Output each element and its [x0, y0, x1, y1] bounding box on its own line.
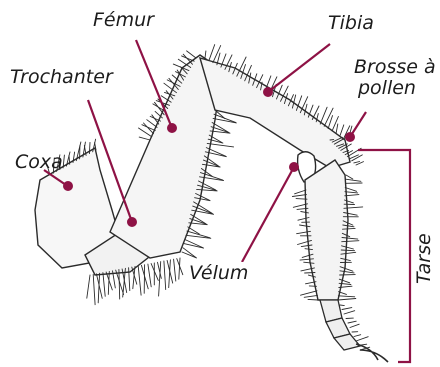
basitarsus-shape [305, 160, 348, 300]
hair [301, 291, 318, 295]
label-brosse-line1: Brosse à [354, 57, 438, 78]
hair [139, 137, 150, 140]
hair [205, 51, 206, 58]
hair [164, 261, 166, 290]
label-tarse: Tarse [413, 233, 435, 284]
hair [147, 120, 157, 128]
hair [346, 175, 353, 179]
hair [87, 275, 90, 298]
dot-tibia [263, 87, 273, 97]
tibia-shape [200, 58, 350, 168]
dot-brosse [345, 132, 355, 142]
hair [332, 117, 338, 131]
hair [295, 190, 306, 194]
hair [209, 45, 215, 61]
leader-velum [242, 167, 294, 262]
hair [138, 266, 141, 295]
label-brosse-a-pollen: Brosse à pollen [354, 57, 438, 99]
hair [212, 123, 228, 133]
hair [304, 295, 317, 297]
label-coxa: Coxa [15, 152, 63, 173]
hair [184, 244, 204, 249]
hair [338, 299, 356, 301]
hair [342, 308, 352, 310]
hair [142, 125, 155, 131]
hair [354, 335, 361, 337]
hair [345, 188, 356, 192]
hair [182, 56, 195, 61]
hair [346, 179, 361, 181]
hair [93, 274, 95, 304]
hair [350, 324, 359, 327]
hair [89, 142, 90, 153]
hair [356, 337, 368, 341]
label-velum: Vélum [186, 262, 251, 285]
hair [119, 270, 120, 300]
hair [340, 125, 344, 135]
hair [108, 271, 109, 294]
hair [292, 195, 306, 197]
hair [344, 311, 355, 314]
hair [183, 54, 192, 64]
leader-femur [136, 40, 172, 128]
hair [308, 299, 318, 300]
dot-velum [289, 162, 299, 172]
hair [183, 248, 196, 258]
hair [148, 264, 151, 287]
leader-tibia [268, 44, 330, 92]
label-trochanter: Trochanter [10, 67, 113, 88]
hair [354, 162, 360, 163]
hair [296, 199, 307, 200]
dot-coxa [63, 181, 73, 191]
label-femur: Fémur [93, 10, 154, 31]
hair [103, 273, 105, 297]
dot-femur [167, 123, 177, 133]
hair [179, 258, 180, 279]
hair [340, 305, 344, 306]
tarse-bracket [358, 150, 410, 362]
hair [214, 114, 236, 122]
hair [174, 259, 176, 281]
hair [312, 106, 319, 120]
hair [348, 321, 356, 323]
hair [305, 273, 315, 274]
dot-trochanter [127, 217, 137, 227]
hair [207, 143, 233, 147]
hair [213, 118, 236, 123]
hair [187, 51, 196, 58]
hair [185, 240, 203, 248]
label-brosse-line2: pollen [358, 78, 438, 99]
label-tibia: Tibia [328, 13, 374, 34]
claws [356, 344, 388, 362]
hair [336, 124, 338, 133]
hair [338, 296, 354, 297]
